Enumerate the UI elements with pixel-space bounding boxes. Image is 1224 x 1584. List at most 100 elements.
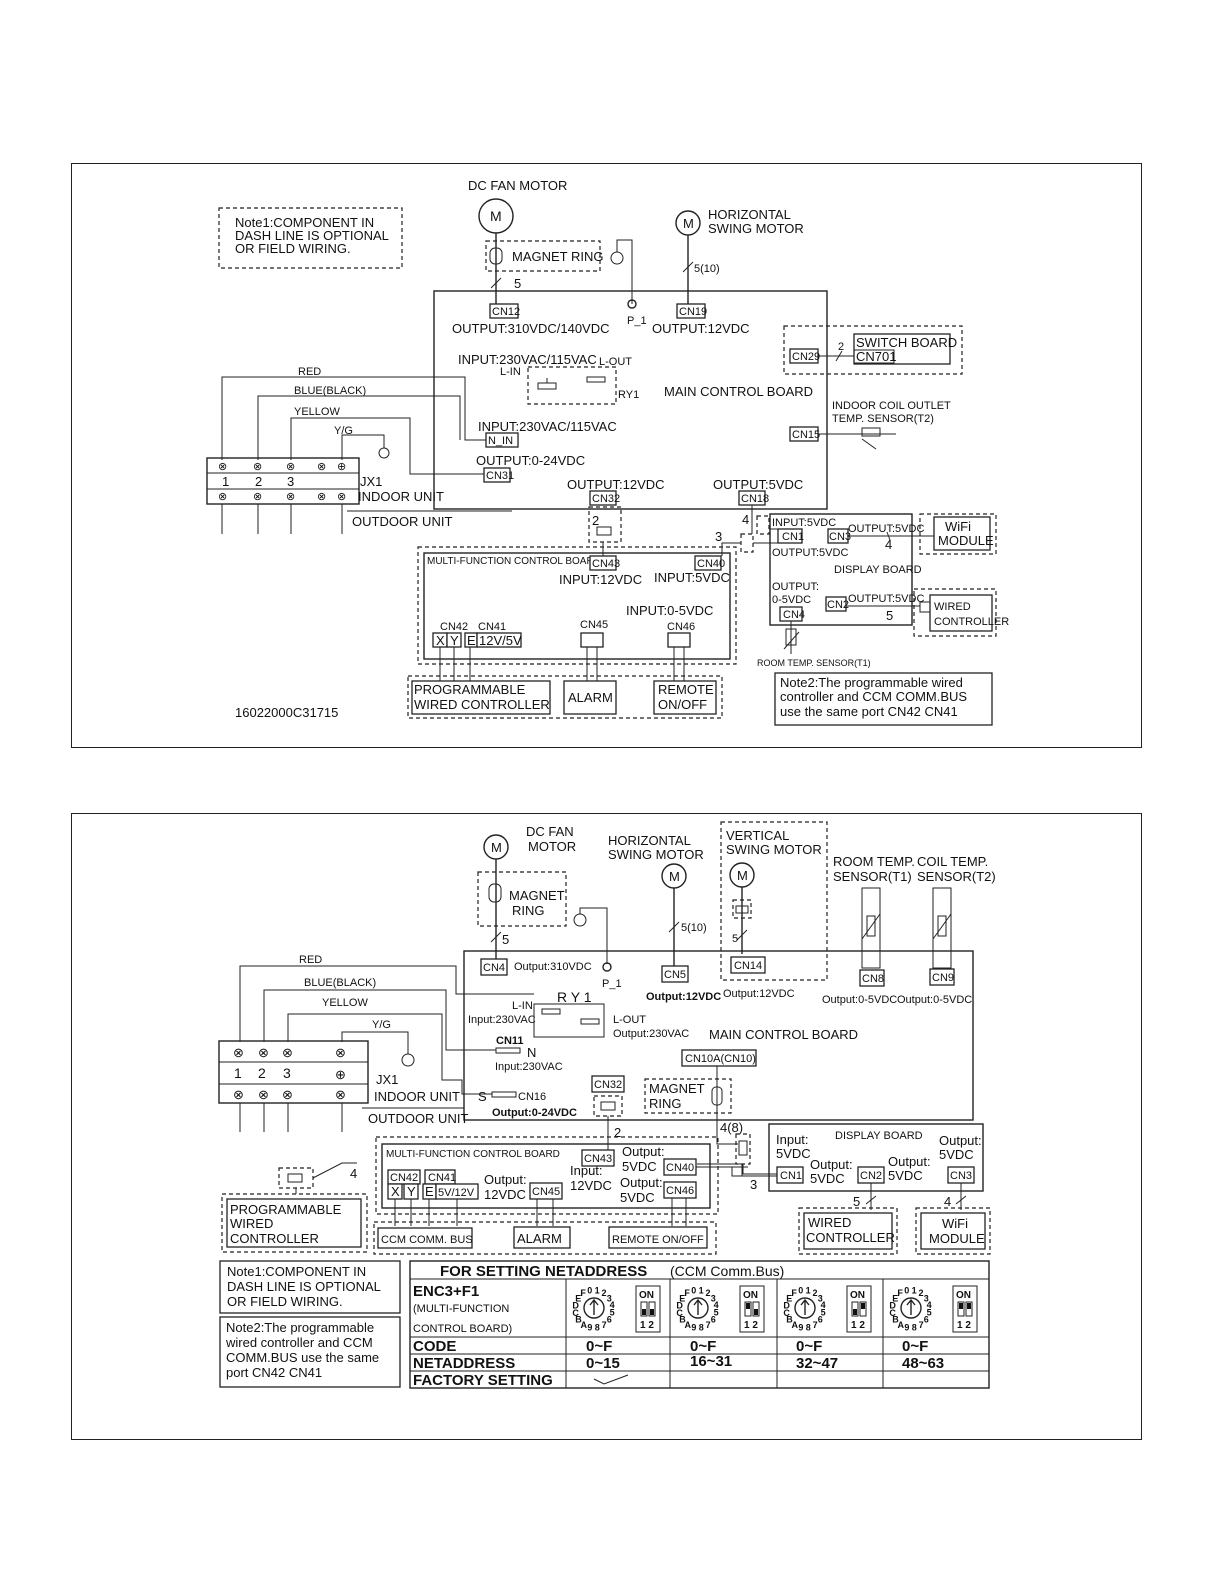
dial-digit: E	[786, 1294, 792, 1304]
dip-switch-icon: ON1 2	[635, 1285, 661, 1333]
dial-digit: B	[679, 1315, 686, 1325]
main-control-board-label: MAIN CONTROL BOARD	[709, 1027, 858, 1042]
dial-digit: 1	[595, 1285, 600, 1295]
dial-digit: 3	[818, 1293, 823, 1303]
dip-number-label: 1 2	[744, 1320, 758, 1331]
main-control-board-label: MAIN CONTROL BOARD	[664, 384, 813, 399]
ry1-label: RY1	[618, 389, 639, 401]
mfcb-e-label: E	[467, 633, 476, 648]
mfcb-input-05-label: INPUT:0-5VDC	[626, 603, 713, 618]
dial-digit: 5	[927, 1308, 932, 1318]
cn18-label: CN18	[741, 493, 769, 505]
output-310-label: OUTPUT:310VDC/140VDC	[452, 321, 610, 336]
dial-digit: 5	[714, 1308, 719, 1318]
display-cn2-label: CN2	[860, 1170, 882, 1182]
note1-box	[219, 1260, 401, 1314]
mfcb-cn45-label: CN45	[532, 1186, 560, 1198]
input-230b-label: Input:230VAC	[495, 1061, 563, 1073]
mfcb-x-label: X	[391, 1184, 400, 1199]
svg-text:⊗: ⊗	[233, 1045, 244, 1060]
cn10a-label: CN10A(CN10)	[685, 1053, 756, 1065]
display-output-b-line1: Output:	[888, 1154, 931, 1169]
display-output-b-line2: 5VDC	[888, 1168, 923, 1183]
v-swing-motor-symbol: M	[737, 868, 748, 883]
cn12-label: CN12	[492, 306, 520, 318]
magnet-ring-2-line1: MAGNET	[649, 1081, 705, 1096]
swing-wire-count: 5(10)	[694, 263, 720, 275]
mfcb-y-label: Y	[450, 633, 459, 648]
mfcb-outer-box	[375, 1136, 719, 1215]
dial-digit: A	[581, 1320, 588, 1330]
code-col3: 0~F	[796, 1338, 822, 1355]
cn19-connector	[676, 303, 706, 319]
cn32-magnet-ring	[593, 1095, 623, 1117]
mfcb-cn46-connector	[663, 1181, 697, 1199]
room-temp-sensor-icon	[866, 915, 876, 937]
svg-text:⊗: ⊗	[317, 491, 326, 503]
dial-digit: 5	[821, 1308, 826, 1318]
dial-digit: E	[679, 1294, 685, 1304]
dial-digit: 7	[919, 1320, 924, 1330]
cn31-connector	[483, 467, 511, 483]
dial-digit: A	[792, 1320, 799, 1330]
dial-digit: D	[676, 1300, 683, 1310]
mfcb-cn43-connector	[589, 555, 617, 571]
svg-text:⊗: ⊗	[258, 1045, 269, 1060]
mfcb-y-label: Y	[407, 1184, 416, 1199]
ry1-label: R Y 1	[557, 989, 592, 1005]
magnet-ring-2-box	[644, 1078, 732, 1114]
note1-line2: DASH LINE IS OPTIONAL	[227, 1279, 381, 1294]
h-swing-wire-count: 5(10)	[681, 922, 707, 934]
display-cn4-label: CN4	[783, 609, 805, 621]
switch-board-label: SWITCH BOARD	[856, 335, 957, 350]
dial-digit: 6	[711, 1315, 716, 1325]
svg-text:⊗: ⊗	[218, 491, 227, 503]
dial-digit: 2	[813, 1288, 818, 1298]
cn12-connector	[489, 303, 519, 319]
note2-line1: Note2:The programmable wired	[780, 675, 963, 690]
wired-controller-line1: WIRED	[934, 601, 971, 613]
programmable-wired-controller	[411, 680, 551, 715]
output-5-cn18-label: OUTPUT:5VDC	[713, 477, 803, 492]
dial-digit: 3	[924, 1293, 929, 1303]
mfcb-cn45-connector	[580, 632, 604, 648]
wifi-module-line2: MODULE	[938, 533, 994, 548]
blue-label: BLUE(BLACK)	[294, 385, 366, 397]
svg-text:⊗: ⊗	[317, 461, 326, 473]
red-wire	[221, 376, 486, 460]
cn11-label: CN11	[496, 1035, 524, 1047]
dial-digit: 3	[711, 1293, 716, 1303]
swing-motor-label-2: SWING MOTOR	[708, 221, 804, 236]
display-input-line2: 5VDC	[776, 1146, 811, 1161]
display-output5b-label: OUTPUT:5VDC	[848, 523, 924, 535]
cn40-wire-count: 3	[715, 529, 722, 544]
cn8-label: CN8	[862, 973, 884, 985]
cn11-connector	[495, 1047, 521, 1054]
note2-line1: Note2:The programmable	[226, 1320, 374, 1335]
wired-controller-line1: WIRED	[808, 1215, 851, 1230]
remote-onoff-label: REMOTE ON/OFF	[612, 1234, 704, 1246]
alarm-label: ALARM	[517, 1231, 562, 1246]
coil-temp-line2: SENSOR(T2)	[917, 869, 996, 884]
mfcb-e-label: E	[425, 1184, 434, 1199]
factory-setting-checkmark	[593, 1374, 629, 1385]
svg-text:⊗: ⊗	[253, 461, 262, 473]
wiring-diagram-panel-1: Note1:COMPONENT IN DASH LINE IS OPTIONAL…	[71, 163, 1142, 748]
ground-icon	[610, 251, 624, 265]
display-output5c-label: OUTPUT:5VDC	[848, 593, 924, 605]
cn5-label: CN5	[664, 969, 686, 981]
dip-number-label: 1 2	[957, 1320, 971, 1331]
dc-fan-motor-line1: DC FAN	[526, 824, 574, 839]
wiring-diagram-1: Note1:COMPONENT IN DASH LINE IS OPTIONAL…	[206, 178, 1009, 726]
room-temp-line1: ROOM TEMP.	[833, 854, 915, 869]
cn9-label: CN9	[932, 972, 954, 984]
h-swing-motor-line1: HORIZONTAL	[608, 833, 691, 848]
ccm-comm-bus-label: CCM COMM. BUS	[381, 1234, 473, 1246]
n-label: N	[527, 1045, 536, 1060]
cn4-connector	[480, 958, 508, 976]
terminal-3: 3	[283, 1065, 291, 1081]
dial-digit: 7	[706, 1320, 711, 1330]
wired-controller-box	[798, 1207, 898, 1255]
output-05-cn8-label: Output:0-5VDC	[822, 994, 897, 1006]
dial-digit: A	[685, 1320, 692, 1330]
